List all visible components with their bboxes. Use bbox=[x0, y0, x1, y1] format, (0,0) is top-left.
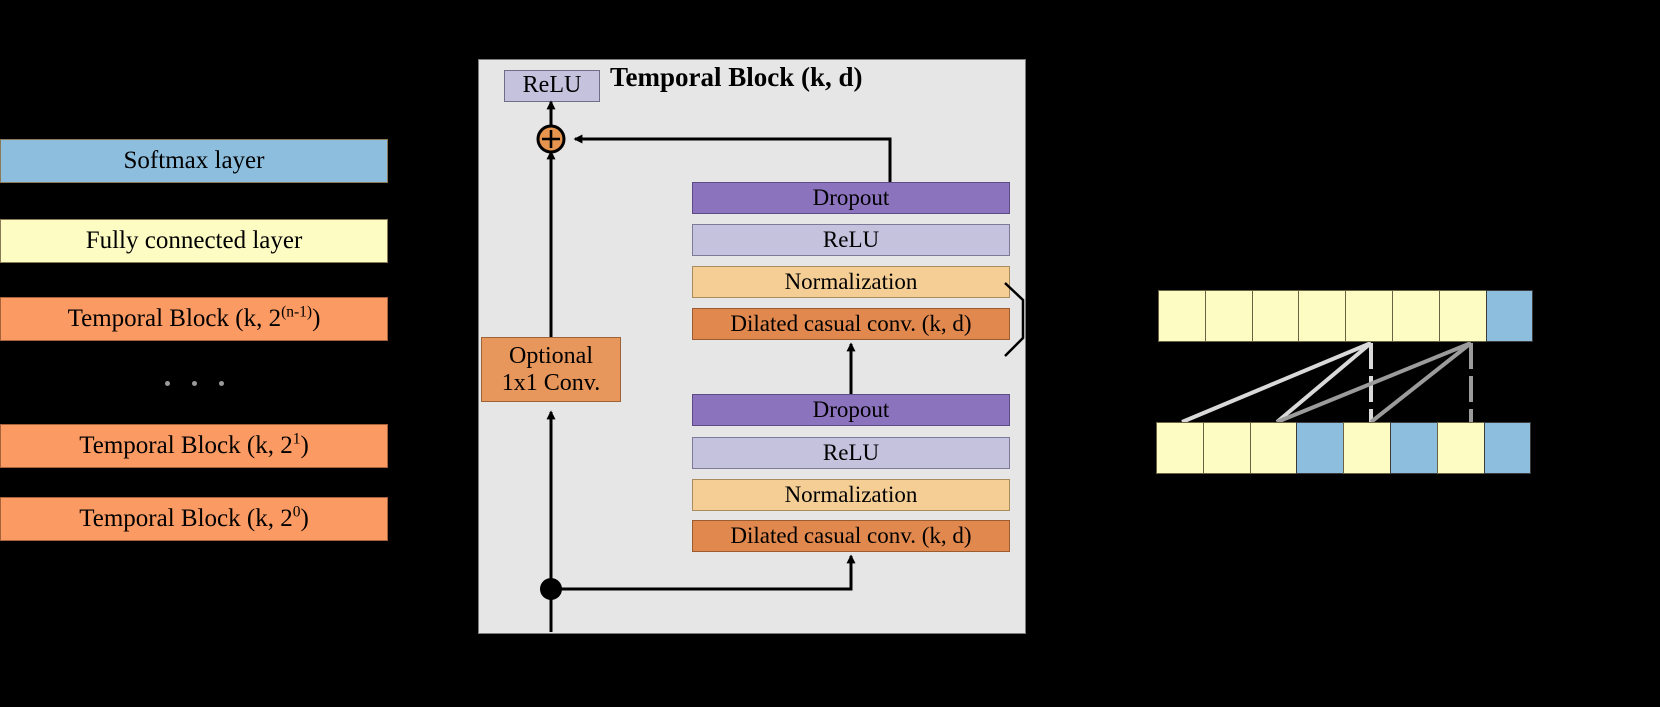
upper-branch-dilated-causal-conv: Dilated casual conv. (k, d) bbox=[692, 308, 1010, 340]
exponent: 0 bbox=[292, 503, 301, 521]
output-cell bbox=[1438, 290, 1487, 342]
dilation-output-row bbox=[1158, 290, 1534, 342]
input-cell-highlighted bbox=[1296, 422, 1345, 474]
output-cell bbox=[1158, 290, 1206, 342]
stack-item-softmax-layer: Softmax layer bbox=[0, 139, 388, 183]
input-cell bbox=[1249, 422, 1298, 474]
lower-branch-relu: ReLU bbox=[692, 437, 1010, 469]
lower-branch-normalization: Normalization bbox=[692, 479, 1010, 511]
stack-item-temporal-block-n: Temporal Block (k, 2(n-1)) bbox=[0, 297, 388, 341]
exponent: 1 bbox=[292, 430, 301, 448]
stack-item-label: Temporal Block (k, 20) bbox=[79, 503, 309, 532]
input-cell bbox=[1343, 422, 1391, 474]
input-cell bbox=[1202, 422, 1251, 474]
output-relu-box: ReLU bbox=[504, 70, 600, 102]
optional-conv-line-2: 1x1 Conv. bbox=[501, 369, 601, 396]
ellipsis-dot bbox=[218, 380, 224, 386]
output-cell bbox=[1298, 290, 1347, 342]
stack-item-label: Softmax layer bbox=[123, 146, 265, 174]
ellipsis-dot bbox=[191, 380, 197, 386]
optional-conv-line-1: Optional bbox=[509, 342, 593, 369]
lower-branch-dilated-causal-conv: Dilated casual conv. (k, d) bbox=[692, 520, 1010, 552]
temporal-block-title: Temporal Block (k, d) bbox=[610, 62, 863, 92]
ellipsis-dot bbox=[164, 380, 170, 386]
stack-ellipsis bbox=[0, 368, 388, 398]
output-cell-highlighted bbox=[1485, 290, 1534, 342]
upper-branch-dropout: Dropout bbox=[692, 182, 1010, 214]
stack-item-temporal-block-1: Temporal Block (k, 21) bbox=[0, 424, 388, 468]
upper-branch-relu: ReLU bbox=[692, 224, 1010, 256]
stack-item-temporal-block-0: Temporal Block (k, 20) bbox=[0, 497, 388, 541]
dilation-input-row bbox=[1156, 422, 1532, 474]
output-cell bbox=[1204, 290, 1253, 342]
input-cell-highlighted bbox=[1389, 422, 1438, 474]
input-cell bbox=[1156, 422, 1204, 474]
output-cell bbox=[1391, 290, 1440, 342]
lower-branch-dropout: Dropout bbox=[692, 394, 1010, 426]
stack-item-fully-connected-layer: Fully connected layer bbox=[0, 219, 388, 263]
input-cell-highlighted bbox=[1483, 422, 1532, 474]
input-cell bbox=[1436, 422, 1485, 474]
stack-item-label: Temporal Block (k, 2(n-1)) bbox=[67, 303, 321, 332]
output-cell bbox=[1251, 290, 1300, 342]
upper-branch-normalization: Normalization bbox=[692, 266, 1010, 298]
optional-1x1-conv-box: Optional 1x1 Conv. bbox=[481, 337, 621, 402]
stack-item-label: Temporal Block (k, 21) bbox=[79, 430, 309, 459]
stack-item-label: Fully connected layer bbox=[85, 226, 303, 254]
output-cell bbox=[1345, 290, 1393, 342]
exponent: (n-1) bbox=[281, 303, 313, 321]
